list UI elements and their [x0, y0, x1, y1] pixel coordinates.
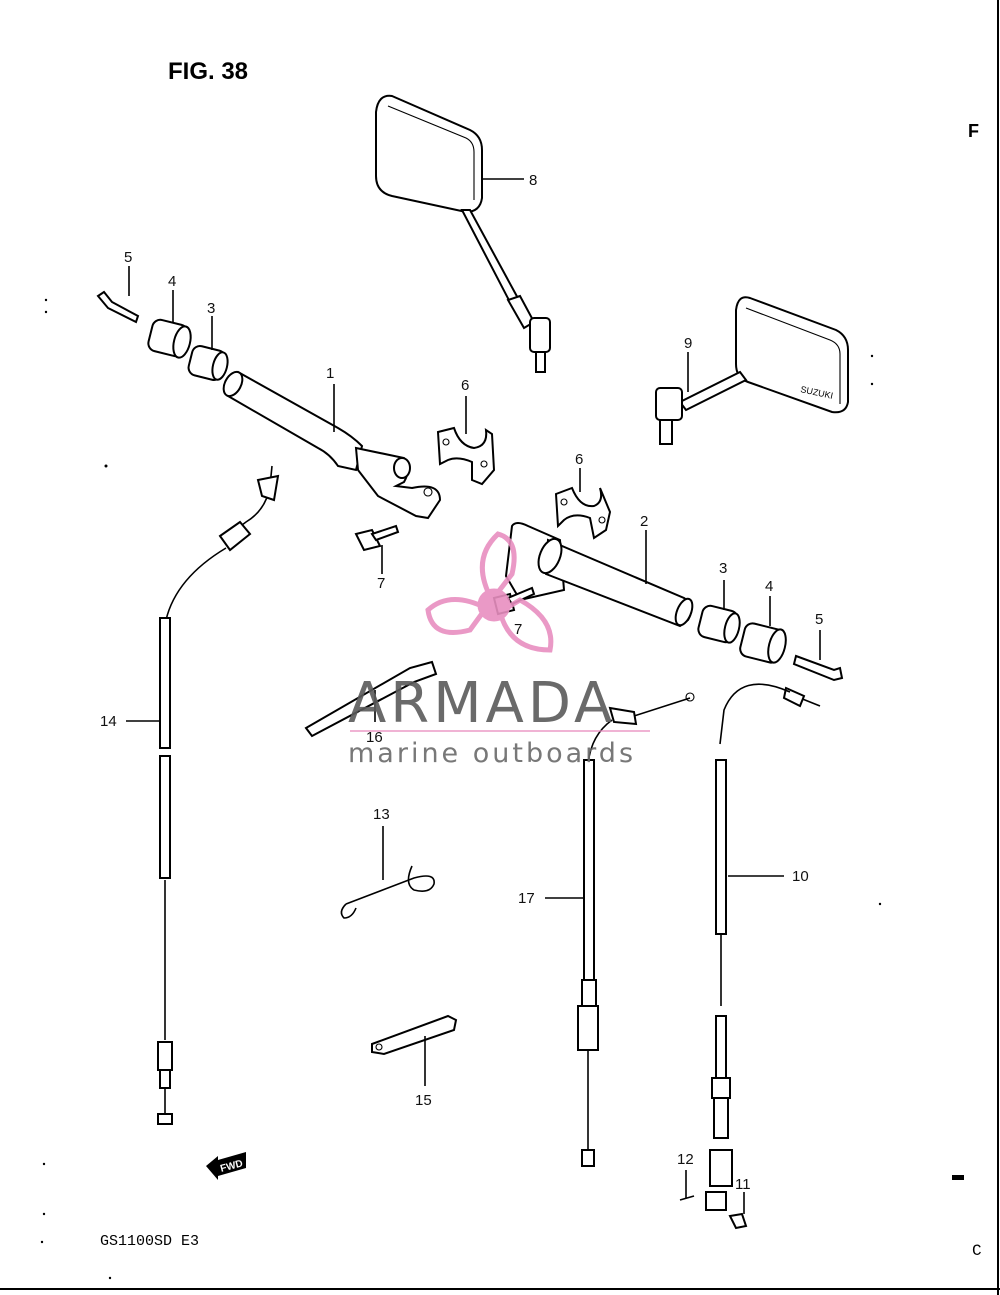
left-handlebar [222, 370, 442, 520]
clamp-15 [371, 1014, 458, 1086]
callout-10: 10 [792, 868, 809, 885]
callout-17: 17 [518, 890, 535, 907]
edge-mark-bottom: C [972, 1242, 982, 1260]
callout-12: 12 [677, 1151, 694, 1168]
callout-2: 2 [640, 513, 648, 530]
callout-6-left: 6 [461, 377, 469, 394]
callout-3-right: 3 [719, 560, 727, 577]
callout-5-right: 5 [815, 611, 823, 628]
cable-14 [126, 465, 280, 1125]
fwd-arrow-icon: FWD [206, 1152, 246, 1180]
callout-4-right: 4 [765, 578, 773, 595]
watermark-brand: ARMADA [348, 671, 616, 736]
right-mirror: SUZUKI [655, 296, 849, 445]
callout-numbers: 1 2 3 3 4 4 5 5 6 6 7 7 8 9 10 11 12 13 … [100, 172, 823, 1193]
edge-tick [952, 1175, 964, 1180]
callout-7-right: 7 [514, 621, 522, 638]
right-clamp [554, 468, 612, 540]
figure-title: FIG. 38 [168, 58, 248, 85]
callout-4-left: 4 [168, 273, 176, 290]
left-bar-end-parts [96, 266, 229, 381]
callout-3-left: 3 [207, 300, 215, 317]
left-clamp [436, 396, 496, 486]
callout-9: 9 [684, 335, 692, 352]
left-mirror [375, 94, 551, 373]
left-clamp-bolt [354, 524, 400, 574]
cable-17 [545, 692, 695, 1167]
callout-15: 15 [415, 1092, 432, 1109]
callout-1: 1 [326, 365, 334, 382]
callout-16: 16 [366, 729, 383, 746]
callout-7-left: 7 [377, 575, 385, 592]
callout-5-left: 5 [124, 249, 132, 266]
cable-10 [705, 683, 821, 1211]
cable-fittings-11-12 [679, 1170, 748, 1230]
callout-8: 8 [529, 172, 537, 189]
edge-mark: F [968, 121, 979, 141]
watermark-tagline: marine outboards [348, 738, 636, 769]
callout-13: 13 [373, 806, 390, 823]
model-code: GS1100SD E3 [100, 1233, 199, 1250]
watermark: ARMADA marine outboards [348, 531, 650, 769]
right-bar-end-parts [697, 580, 844, 682]
clip-13 [340, 826, 435, 919]
scan-specks [40, 298, 882, 1280]
propeller-logo-icon [425, 531, 554, 653]
callout-14: 14 [100, 713, 117, 730]
callout-6-right: 6 [575, 451, 583, 468]
callout-11: 11 [735, 1176, 751, 1193]
right-handlebar [504, 522, 694, 628]
strap-16 [304, 660, 438, 738]
